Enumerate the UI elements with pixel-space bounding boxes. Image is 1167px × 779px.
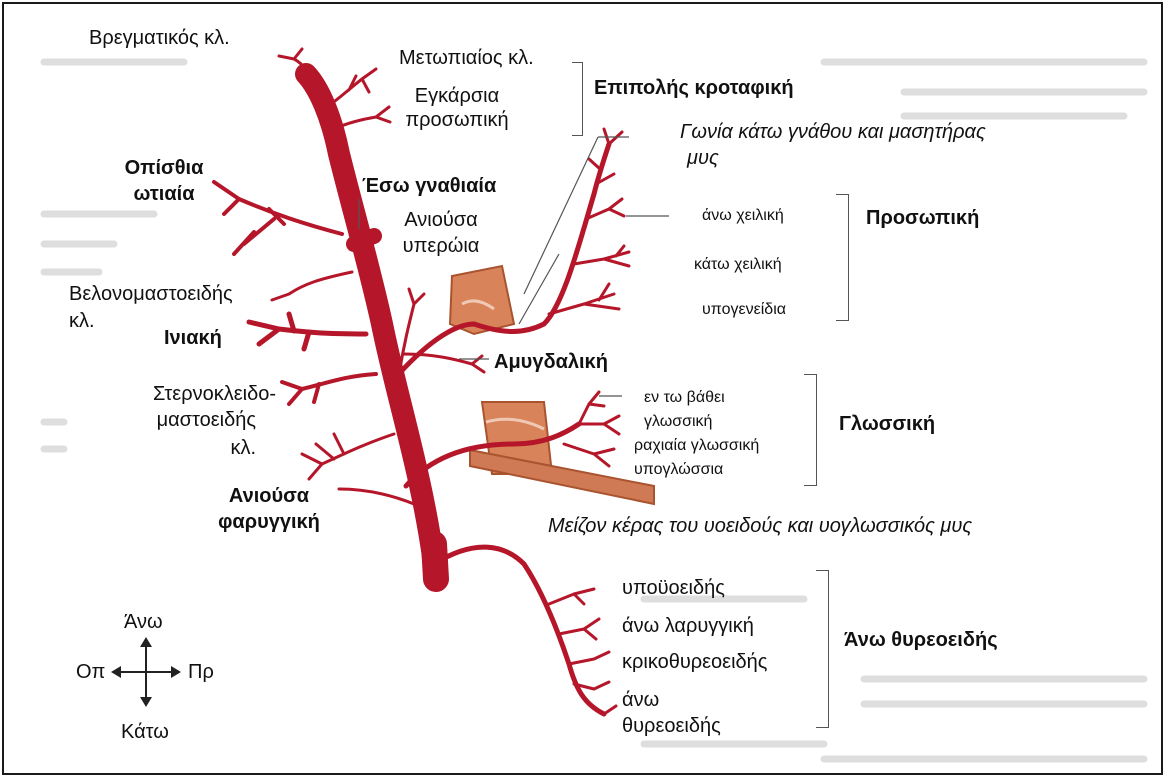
orientation-back: Οπ [76,660,105,685]
label-superior-laryngeal: άνω λαρυγγική [622,614,754,639]
label-facial: Προσωπική [866,206,979,231]
label-ascending-pharyngeal-1: Ανιούσα [199,484,339,509]
label-tonsillar: Αμυγδαλική [494,350,608,375]
label-superior-thyroid-branch-2: θυρεοειδής [622,714,721,739]
label-posterior-auricular-2: ωτιαία [114,182,214,207]
label-sternocleidomastoid-2: μαστοειδής [64,408,256,433]
mandible-masseter-tissue [450,266,514,334]
label-ascending-pharyngeal-2: φαρυγγική [199,510,339,535]
four-way-arrow-icon [111,637,181,707]
label-internal-maxillary: Έσω γναθιαία [362,174,496,199]
label-ascending-palatine-1: Ανιούσα [382,208,500,233]
label-superior-labial: άνω χειλική [702,206,784,226]
label-transverse-facial-2: προσωπική [396,108,518,133]
label-frontal: Μετωπιαίος κλ. [399,46,534,71]
tongue-hyoglossus-tissue [470,402,654,504]
label-superior-thyroid: Άνω θυρεοειδής [844,628,998,653]
label-inferior-labial: κάτω χειλική [694,255,782,275]
label-posterior-auricular-1: Οπίσθια [114,156,214,181]
bracket-superficial-temporal [572,62,583,136]
label-deep-lingual-1: εν τω βάθει [644,388,725,408]
label-infrahyoid: υποϋοειδής [622,576,725,601]
orientation-down: Κάτω [121,720,169,745]
label-ascending-palatine-2: υπερώια [382,234,500,259]
label-mandible-angle-2: μυς [687,146,719,171]
label-cricothyroid: κρικοθυρεοειδής [622,650,767,675]
label-dorsal-lingual: ραχιαία γλωσσική [634,436,759,456]
label-occipital: Ινιακή [164,326,222,351]
label-hyoid-horn: Μείζον κέρας του υοειδούς και υογλωσσικό… [548,514,972,539]
label-transverse-facial-1: Εγκάρσια [396,84,518,109]
label-sternocleidomastoid-1: Στερνοκλειδο- [64,382,276,407]
label-superficial-temporal: Επιπολής κροταφική [594,76,794,101]
label-sternocleidomastoid-3: κλ. [64,436,256,461]
label-mandible-angle-1: Γωνία κάτω γνάθου και μασητήρας [680,120,986,145]
label-submental: υπογενείδια [702,300,786,320]
orientation-up: Άνω [124,610,163,635]
bracket-superior-thyroid [816,570,829,728]
label-sublingual: υπογλώσσια [634,460,723,480]
label-lingual: Γλωσσική [839,412,935,437]
bracket-lingual [804,374,817,486]
label-stylomastoid-2: κλ. [69,309,95,334]
orientation-front: Πρ [188,660,214,685]
label-stylomastoid-1: Βελονομαστοειδής [69,282,233,307]
label-deep-lingual-2: γλωσσική [644,412,712,432]
label-superior-thyroid-branch-1: άνω [622,688,659,713]
label-parietal: Βρεγματικός κλ. [89,26,230,51]
bracket-facial [836,194,849,321]
